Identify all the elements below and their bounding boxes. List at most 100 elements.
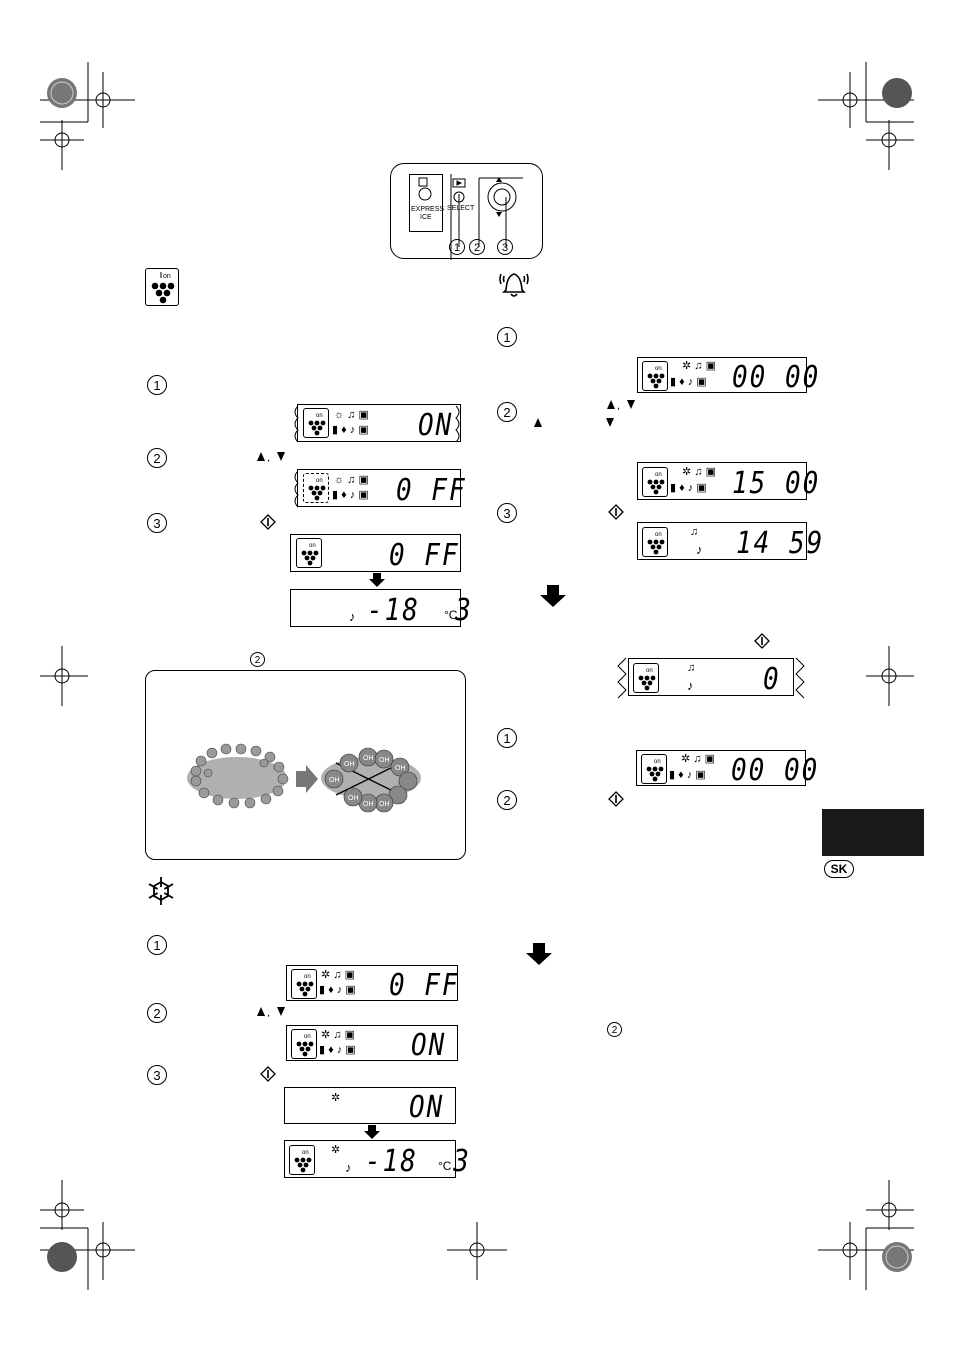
callout-1: 1 bbox=[449, 239, 465, 255]
down-arrow-icon bbox=[606, 418, 614, 427]
plasma-lcd3a-value: 0 FF bbox=[389, 538, 460, 574]
status-icons: ✲ ♫ ▣ bbox=[681, 753, 715, 765]
svg-text:,: , bbox=[267, 452, 270, 462]
ion-icon: on bbox=[296, 538, 322, 568]
svg-text:,: , bbox=[617, 400, 620, 410]
set-button-icon bbox=[608, 504, 624, 520]
plasma-lcd-step1: on ☼ ♫ ▣ ▮ ♦ ♪ ▣ ON bbox=[297, 404, 461, 442]
down-arrow-icon bbox=[369, 573, 385, 587]
status-icons-lower: ▮ ♦ ♪ ▣ bbox=[332, 424, 369, 436]
status-icons: ✲ ♫ ▣ bbox=[321, 969, 355, 981]
ion-icon: on bbox=[641, 754, 667, 784]
freeze-icon: ✲ bbox=[331, 1092, 341, 1104]
unit-label: °C bbox=[438, 1159, 452, 1173]
plasma-lcd-step2: on ☼ ♫ ▣ ▮ ♦ ♪ ▣ 0 FF bbox=[297, 469, 465, 507]
set-button-icon bbox=[260, 1066, 276, 1082]
svg-text:on: on bbox=[654, 759, 661, 765]
svg-text:on: on bbox=[316, 413, 323, 419]
alarm-icon: ♫ bbox=[687, 662, 696, 674]
up-down-arrows-icon: , bbox=[607, 400, 635, 410]
freeze-lcd-step3b: on ✲ ♪ -18 3 °C bbox=[284, 1140, 469, 1178]
svg-text:on: on bbox=[309, 543, 316, 549]
callout-2: 2 bbox=[469, 239, 485, 255]
freeze-lcd2-value: ON bbox=[411, 1028, 447, 1064]
plasma-lcd1-value: ON bbox=[418, 408, 454, 444]
note-icon: ♪ bbox=[345, 1160, 352, 1175]
status-icons: ✲ ♫ ▣ bbox=[321, 1029, 355, 1041]
note-icon: ♪ bbox=[687, 678, 694, 693]
unit-label: °C bbox=[444, 608, 458, 622]
plasma-step-3: 3 bbox=[147, 513, 167, 533]
ion-icon: on bbox=[642, 361, 668, 391]
alarm-lcd3-value: 14 59 bbox=[736, 526, 825, 562]
status-icons-lower: ▮ ♦ ♪ ▣ bbox=[319, 984, 356, 996]
alarm-lcd-ringing: on ♫ ♪ 0 bbox=[628, 658, 794, 696]
svg-text:OH: OH bbox=[344, 761, 355, 768]
alarm-lcd-step2: on ✲ ♫ ▣ ▮ ♦ ♪ ▣ 15 00 bbox=[637, 462, 818, 500]
svg-text:on: on bbox=[302, 1150, 309, 1156]
express-freeze-icon bbox=[146, 876, 176, 911]
svg-text:OH: OH bbox=[379, 801, 390, 808]
alarm-lcd-step3: on ♫ ♪ 14 59 bbox=[637, 522, 822, 560]
svg-text:on: on bbox=[163, 273, 171, 280]
status-icons-lower: ▮ ♦ ♪ ▣ bbox=[670, 482, 707, 494]
plasma-step-1: 1 bbox=[147, 375, 167, 395]
freeze-step-3: 3 bbox=[147, 1065, 167, 1085]
status-icons: ✲ ♫ ▣ bbox=[682, 466, 716, 478]
svg-text:OH: OH bbox=[363, 755, 374, 762]
box-ref-2: 2 bbox=[250, 652, 265, 667]
svg-text:on: on bbox=[655, 366, 662, 372]
up-down-arrows-icon: , bbox=[257, 1007, 285, 1017]
status-icons: ✲ ♫ ▣ bbox=[682, 360, 716, 372]
ice-label: ICE bbox=[420, 214, 432, 221]
ion-icon: on bbox=[289, 1145, 315, 1175]
cancel-step-2: 2 bbox=[497, 790, 517, 810]
plasma-lcd-step3b: ♪ -18 3 °C bbox=[290, 589, 471, 627]
control-panel: EXPRESS ICE SELECT 1 2 3 bbox=[390, 163, 543, 260]
ion-icon: on bbox=[291, 1029, 317, 1059]
alarm-step-3: 3 bbox=[497, 503, 517, 523]
freeze-lcd-step3a: ✲ ON bbox=[284, 1087, 456, 1124]
freeze-lcd-step1: on ✲ ♫ ▣ ▮ ♦ ♪ ▣ 0 FF bbox=[286, 965, 458, 1001]
svg-text:on: on bbox=[646, 668, 653, 674]
plasma-step-2: 2 bbox=[147, 448, 167, 468]
ion-icon: on bbox=[303, 473, 329, 503]
up-down-arrows-icon: , bbox=[257, 452, 285, 462]
plasma-lcd-step3a: on 0 FF bbox=[290, 534, 461, 572]
ion-icon: on bbox=[291, 969, 317, 999]
set-button-icon bbox=[260, 514, 276, 530]
alarm-ring-value: 0 bbox=[763, 662, 781, 698]
express-ice-button-outline bbox=[409, 174, 443, 232]
language-tab-block bbox=[822, 809, 924, 856]
cancel-lcd1-value: 00 00 bbox=[731, 753, 820, 789]
freeze-icon: ✲ bbox=[331, 1144, 341, 1156]
svg-text:on: on bbox=[655, 472, 662, 478]
freeze-lcd-step2: on ✲ ♫ ▣ ▮ ♦ ♪ ▣ ON bbox=[286, 1025, 458, 1061]
footer-ref-2: 2 bbox=[607, 1022, 622, 1037]
status-icons-lower: ▮ ♦ ♪ ▣ bbox=[332, 489, 369, 501]
alarm-lcd-step1: on ✲ ♫ ▣ ▮ ♦ ♪ ▣ 00 00 bbox=[637, 357, 818, 393]
svg-text:on: on bbox=[304, 974, 311, 980]
callout-3: 3 bbox=[497, 239, 513, 255]
alarm-bell-icon bbox=[497, 266, 531, 305]
note-icon: ♪ bbox=[696, 542, 703, 557]
plasma-lcd3b-value: -18 3 bbox=[367, 593, 473, 629]
status-icons: ☼ ♫ ▣ bbox=[334, 409, 369, 421]
ion-icon: on bbox=[642, 527, 668, 557]
alarm-step-2: 2 bbox=[497, 402, 517, 422]
alarm-lcd1-value: 00 00 bbox=[732, 360, 821, 396]
set-button-icon bbox=[754, 633, 770, 649]
freeze-lcd3b-value: -18 3 bbox=[365, 1144, 471, 1180]
svg-text:OH: OH bbox=[395, 765, 406, 772]
select-label: SELECT bbox=[447, 205, 475, 212]
plasma-lcd2-value: 0 FF bbox=[396, 473, 467, 509]
alarm-icon: ♫ bbox=[690, 526, 699, 538]
freeze-step-1: 1 bbox=[147, 935, 167, 955]
status-icons-lower: ▮ ♦ ♪ ▣ bbox=[319, 1044, 356, 1056]
svg-text:on: on bbox=[304, 1034, 311, 1040]
plasmacluster-icon: on bbox=[145, 268, 179, 306]
ion-icon: on bbox=[642, 467, 668, 497]
express-label: EXPRESS bbox=[411, 206, 445, 213]
